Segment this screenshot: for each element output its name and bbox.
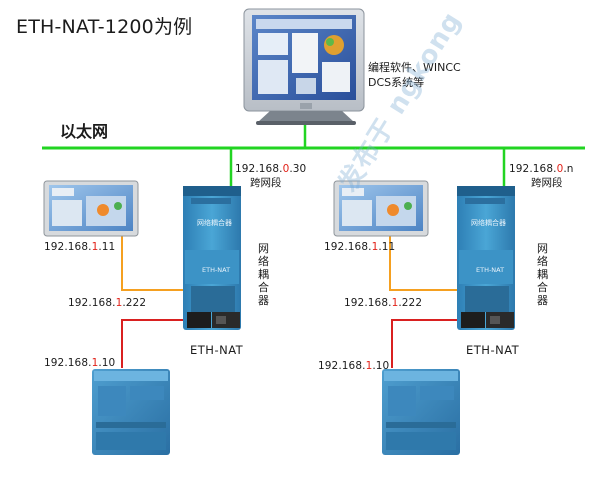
- left-plc-cable: [121, 319, 186, 368]
- left-plc-icon: [92, 369, 170, 455]
- left-nat-ip: 192.168.1.222: [68, 297, 147, 309]
- right-hmi-cable: [389, 234, 462, 291]
- ethernet-label: 以太网: [60, 122, 109, 141]
- right-coupler-module-icon: [457, 186, 515, 330]
- left-module-brand-text: ETH-NAT: [202, 266, 231, 274]
- right-plc-cable: [391, 319, 458, 368]
- right-cross-ip: 192.168.0.n: [509, 163, 574, 175]
- right-coupler-label: 网络耦合器: [537, 242, 548, 307]
- left-hmi-ip: 192.168.1.11: [44, 241, 116, 253]
- right-module-brand-text: ETH-NAT: [476, 266, 505, 274]
- right-device-label: ETH-NAT: [466, 343, 520, 357]
- monitor-icon: [243, 8, 365, 125]
- left-coupler-label: 网络耦合器: [258, 242, 269, 307]
- left-hmi-icon: [43, 180, 139, 237]
- left-module-face-text: 网络耦合器: [197, 219, 232, 227]
- right-hmi-ip: 192.168.1.11: [324, 241, 396, 253]
- right-cross-label: 跨网段: [531, 177, 563, 189]
- left-cross-label: 跨网段: [250, 177, 282, 189]
- right-hmi-icon: [333, 180, 429, 237]
- right-plc-icon: [382, 369, 460, 455]
- pc-label: 编程软件、WINCC DCS系统等: [368, 61, 461, 89]
- left-hmi-cable: [121, 234, 194, 291]
- right-plc-ip: 192.168.1.10: [318, 360, 390, 372]
- left-coupler-module-icon: [183, 186, 241, 330]
- left-device-label: ETH-NAT: [190, 343, 244, 357]
- right-nat-ip: 192.168.1.222: [344, 297, 423, 309]
- left-plc-ip: 192.168.1.10: [44, 357, 116, 369]
- right-module-face-text: 网络耦合器: [471, 219, 506, 227]
- left-cross-ip: 192.168.0.30: [235, 163, 307, 175]
- diagram-title: ETH-NAT-1200为例: [16, 16, 193, 38]
